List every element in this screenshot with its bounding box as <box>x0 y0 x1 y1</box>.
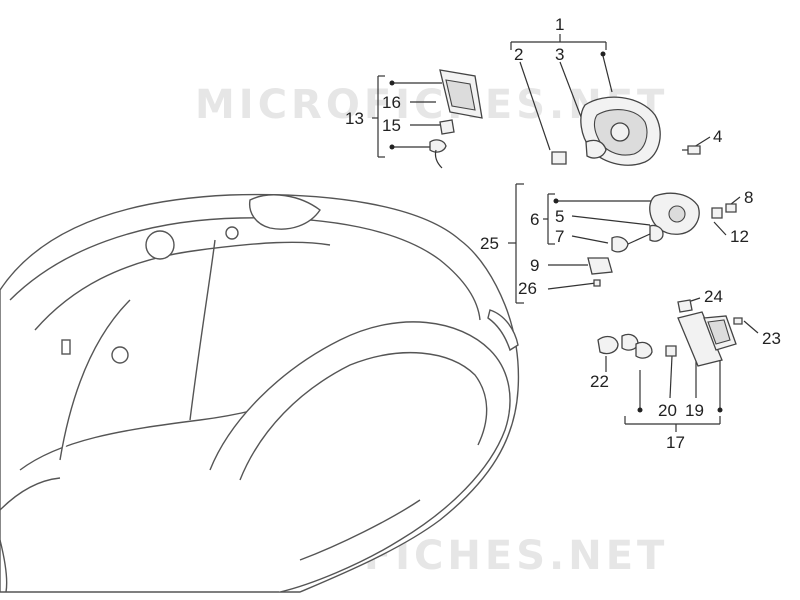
callout-26: 26 <box>518 279 537 298</box>
group-17-plate-light <box>597 297 759 432</box>
callout-12: 12 <box>730 227 749 246</box>
group-25-side-lamp <box>508 183 741 304</box>
callout-23: 23 <box>762 329 781 348</box>
callout-5: 5 <box>555 207 564 226</box>
group-1-tail-light <box>510 34 711 166</box>
callout-labels: 1 2 3 4 13 16 15 25 6 5 7 8 12 9 26 24 2… <box>345 15 781 452</box>
callout-22: 22 <box>590 372 609 391</box>
callout-15: 15 <box>382 116 401 135</box>
callout-7: 7 <box>555 227 564 246</box>
callout-1: 1 <box>555 15 564 34</box>
callout-16: 16 <box>382 93 401 112</box>
callout-8: 8 <box>744 188 753 207</box>
callout-2: 2 <box>514 45 523 64</box>
callout-9: 9 <box>530 256 539 275</box>
callout-3: 3 <box>555 45 564 64</box>
callout-17: 17 <box>666 433 685 452</box>
callout-25: 25 <box>480 234 499 253</box>
scooter-body <box>0 193 520 593</box>
callout-6: 6 <box>530 210 539 229</box>
callout-13: 13 <box>345 109 364 128</box>
group-13-license-lamp <box>372 69 483 169</box>
callout-19: 19 <box>685 401 704 420</box>
callout-24: 24 <box>704 287 723 306</box>
callout-4: 4 <box>713 127 722 146</box>
callout-20: 20 <box>658 401 677 420</box>
